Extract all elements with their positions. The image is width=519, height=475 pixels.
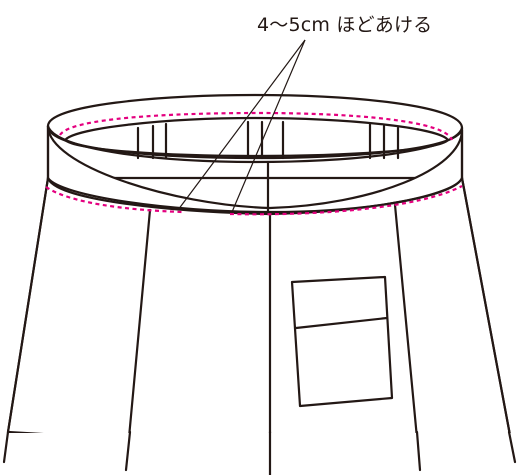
waistband-top-front-edge <box>46 124 464 164</box>
pleat-left-lower <box>124 430 132 472</box>
skirt-left-side-line <box>6 176 50 434</box>
waistband-bottom-edge <box>46 176 464 214</box>
skirt-body <box>6 176 517 464</box>
stitch-bottom-left <box>45 186 183 214</box>
leader-line-right <box>231 39 306 213</box>
pleat-right-lower <box>415 430 422 472</box>
inner-back-pleats <box>136 120 400 160</box>
skirt-left-hem-edge <box>2 430 10 464</box>
pocket-flap-line <box>294 316 389 330</box>
pleat-line-left <box>124 208 152 472</box>
annotation-label: 4〜5cm ほどあける <box>257 14 433 36</box>
leader-line-left <box>177 39 306 211</box>
pocket <box>290 275 394 408</box>
skirt-right-hem-edge <box>507 430 517 464</box>
pleat-line-right <box>393 203 422 472</box>
skirt-right-side-line <box>460 176 517 464</box>
hem-mask <box>0 433 519 475</box>
